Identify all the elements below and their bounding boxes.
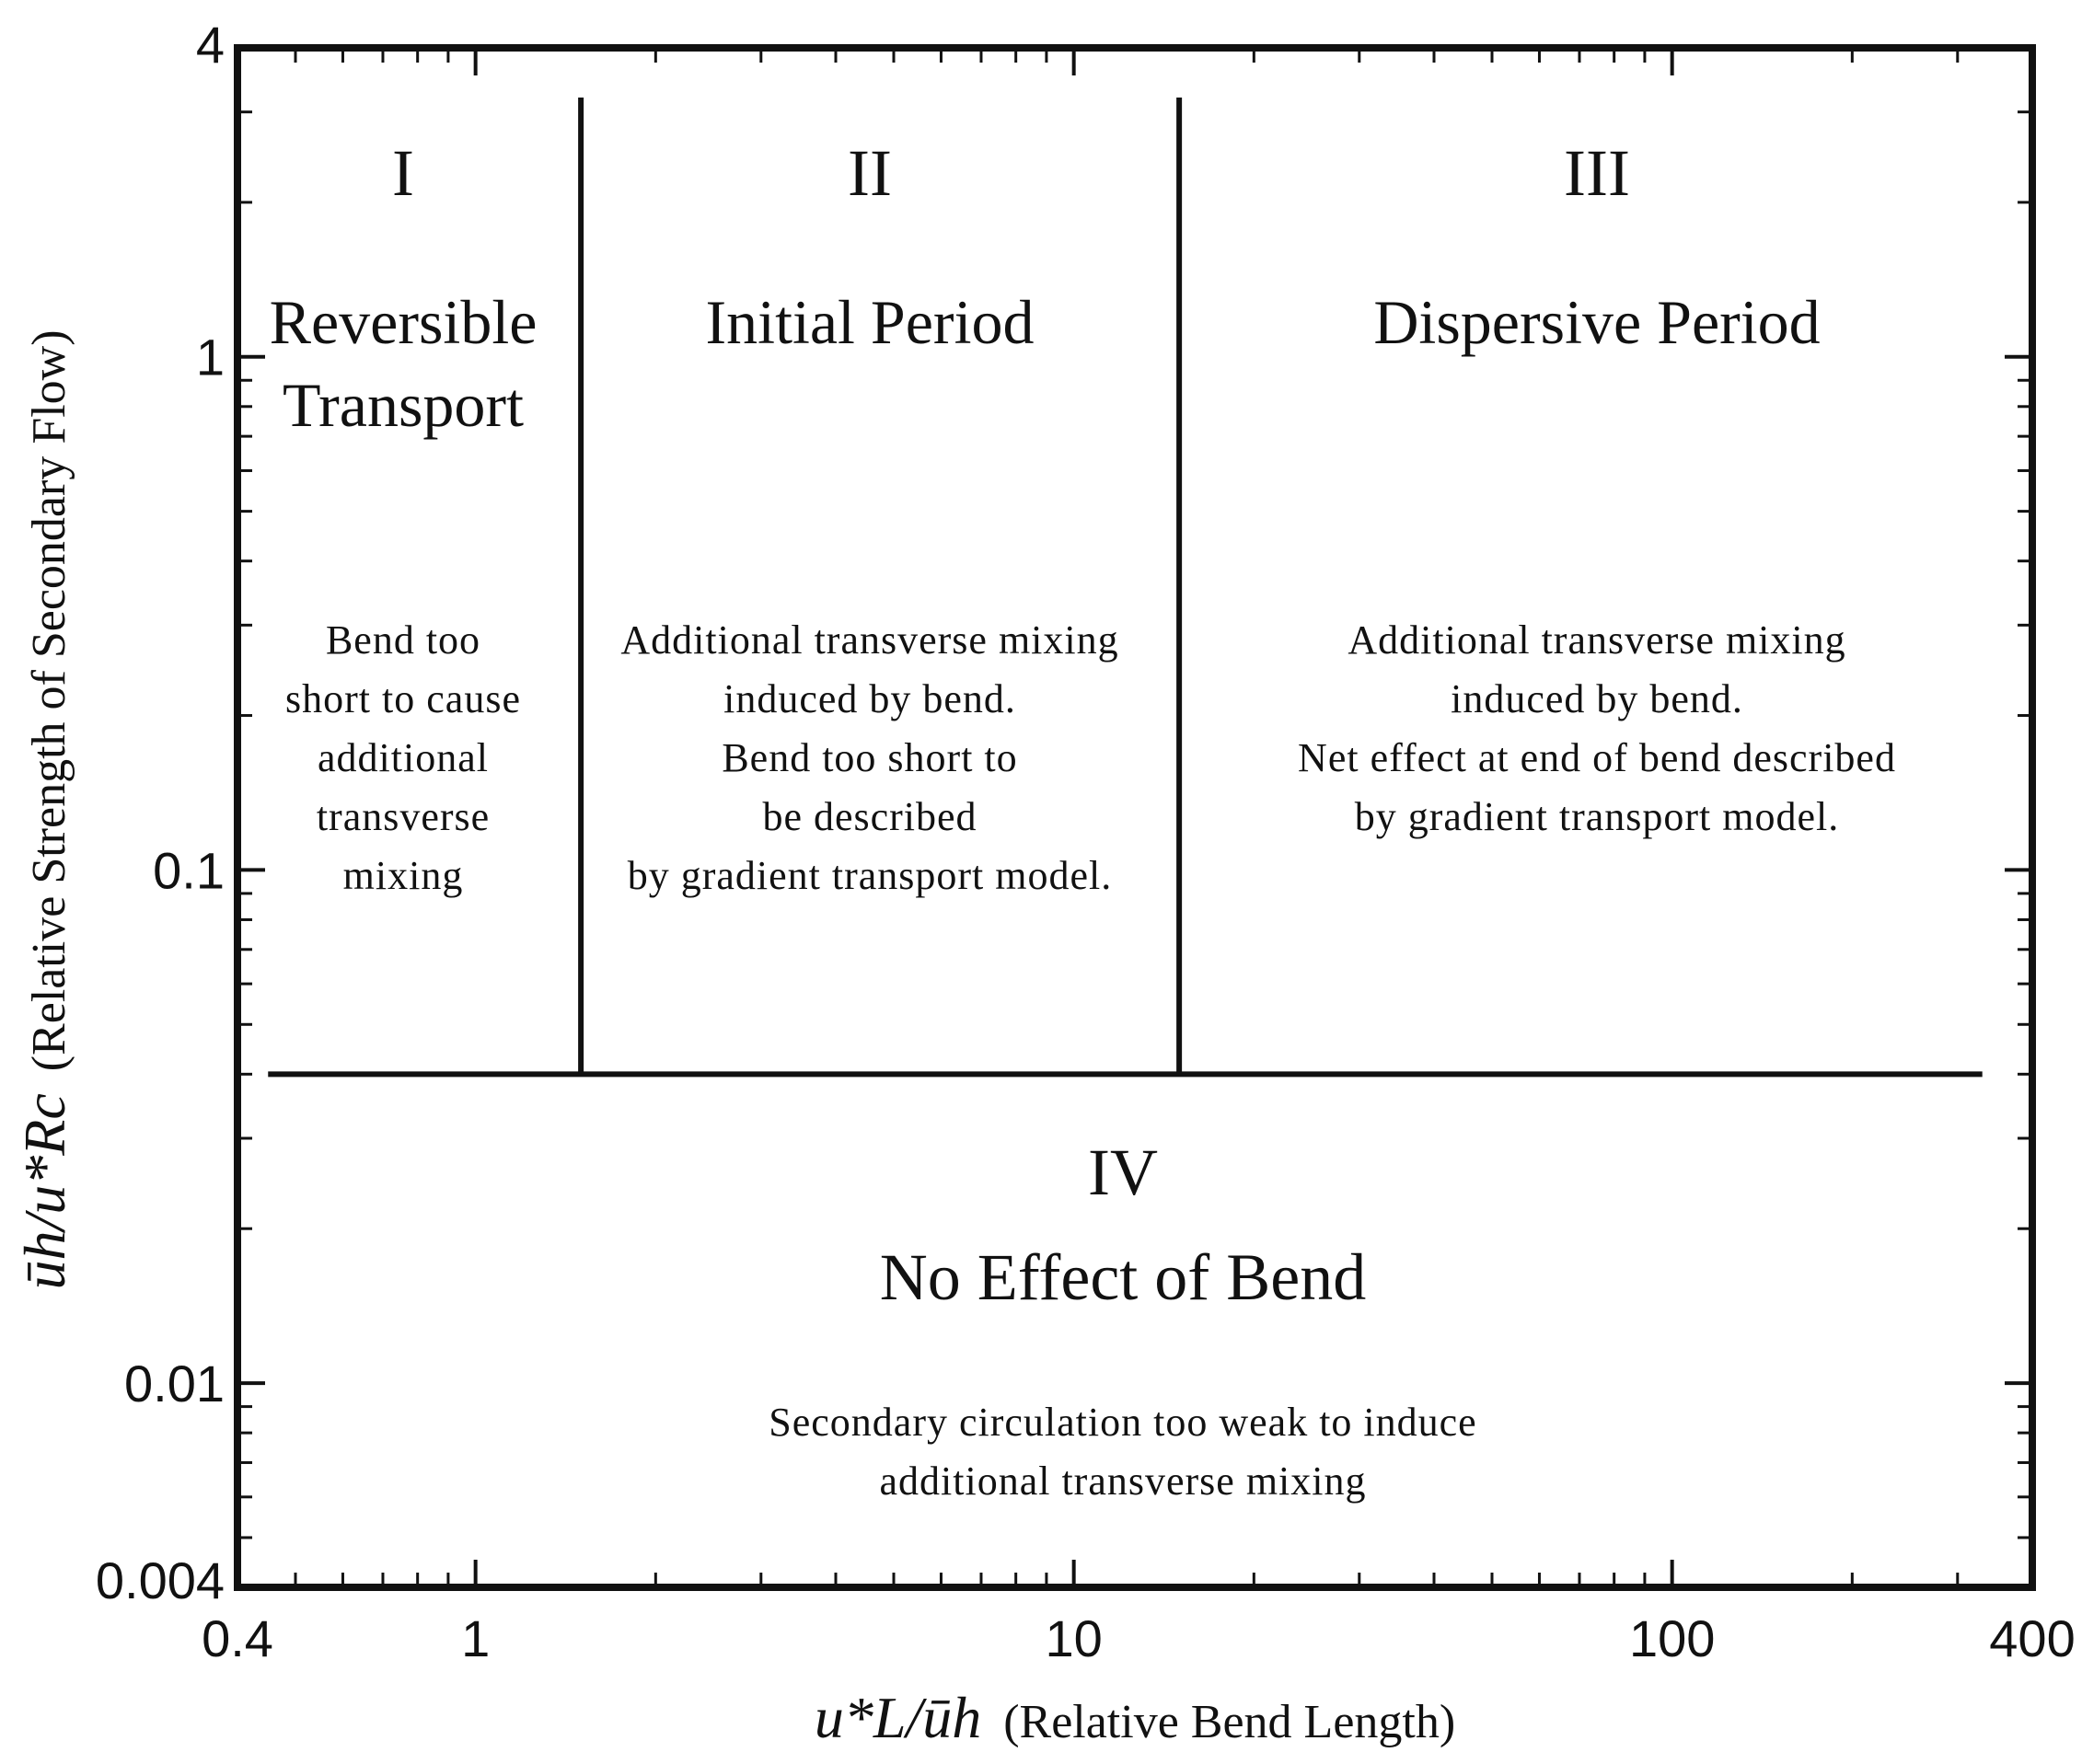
region-description-line: Additional transverse mixing (620, 617, 1118, 663)
region-numeral: II (848, 136, 892, 210)
region-title: Initial Period (706, 287, 1035, 357)
region-numeral: IV (1088, 1136, 1158, 1209)
region-title: Transport (283, 370, 524, 440)
region-description-line: by gradient transport model. (628, 853, 1113, 898)
x-tick-label: 400 (1989, 1609, 2075, 1667)
y-axis-math: ūh/u*Rc (12, 1093, 77, 1289)
y-tick-label: 0.01 (124, 1355, 225, 1412)
x-tick-label: 1 (461, 1609, 490, 1667)
labels: 0.4 1 10 100 400 4 1 0.1 0.01 0.004 u*L/ūh (Relativ… (12, 16, 2076, 1750)
x-axis-title: u*L/ūh (Relative Bend Length) (815, 1685, 1455, 1750)
region-description-line: Additional transverse mixing (1348, 617, 1845, 663)
regime-boundaries (268, 98, 1983, 1078)
region-numeral: III (1564, 136, 1630, 210)
region-description-line: mixing (343, 853, 464, 898)
region-description-line: Net effect at end of bend described (1298, 735, 1896, 780)
region-description-line: Bend too (326, 617, 480, 663)
x-axis-text: (Relative Bend Length) (1003, 1696, 1455, 1748)
region-description-line: Secondary circulation too weak to induce (769, 1400, 1476, 1445)
region-title: Dispersive Period (1373, 287, 1820, 357)
region-numeral: I (392, 136, 414, 210)
y-tick-label: 4 (196, 16, 225, 74)
region-description-line: by gradient transport model. (1355, 794, 1840, 839)
region-description-line: transverse (317, 794, 490, 839)
x-axis-math: u*L/ūh (815, 1685, 981, 1750)
region-description-line: short to cause (285, 676, 521, 721)
x-tick-label: 0.4 (202, 1609, 273, 1667)
region-title: Reversible (270, 287, 538, 357)
y-tick-label: 1 (196, 329, 225, 386)
region-description-line: additional (318, 735, 489, 780)
plot-frame (234, 44, 2036, 1591)
region-description-line: be described (762, 794, 977, 839)
region-description-line: Bend too short to (722, 735, 1017, 780)
x-tick-label: 10 (1046, 1609, 1103, 1667)
region-title: No Effect of Bend (880, 1240, 1367, 1314)
region-description-line: induced by bend. (1451, 676, 1743, 721)
x-tick-label: 100 (1629, 1609, 1715, 1667)
y-tick-label: 0.004 (96, 1551, 225, 1609)
region-description-line: additional transverse mixing (880, 1458, 1367, 1504)
y-axis-title: ūh/u*Rc (Relative Strength of Secondary F… (12, 329, 77, 1289)
y-axis-text: (Relative Strength of Secondary Flow) (23, 329, 75, 1071)
y-tick-label: 0.1 (153, 841, 225, 899)
region-description-line: induced by bend. (723, 676, 1016, 721)
